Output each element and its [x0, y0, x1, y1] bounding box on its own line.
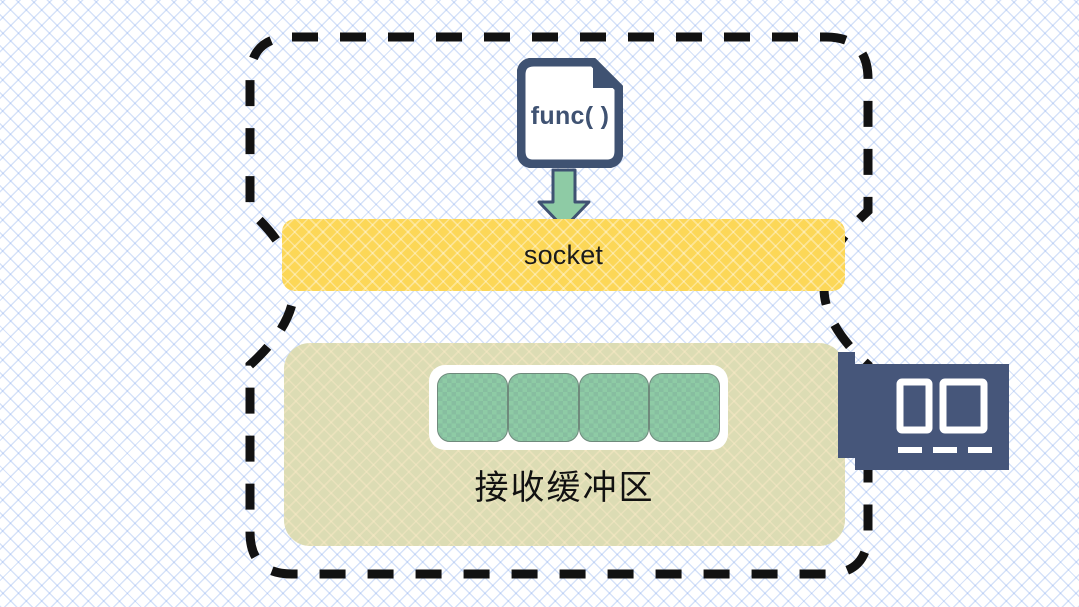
host-boundary-path — [245, 32, 873, 579]
socket-layer[interactable]: socket — [282, 219, 845, 291]
document-fold-corner — [593, 62, 619, 88]
buffer-cell[interactable] — [507, 373, 579, 442]
receive-buffer-label: 接收缓冲区 — [474, 468, 655, 508]
nic-contact — [898, 447, 922, 453]
nic-contact — [933, 447, 957, 453]
buffer-cell[interactable] — [578, 373, 650, 442]
receive-buffer-region[interactable] — [284, 343, 845, 546]
network-interface-card-icon[interactable] — [836, 350, 1011, 472]
socket-label: socket — [523, 239, 604, 270]
buffer-cell[interactable] — [649, 373, 720, 442]
func-document-icon[interactable]: func( ) — [517, 58, 623, 168]
func-label: func( ) — [530, 101, 610, 130]
host-boundary — [245, 32, 873, 579]
nic-port — [939, 378, 988, 434]
nic-contact — [968, 447, 992, 453]
nic-port — [896, 378, 933, 434]
arrow-shape — [537, 168, 591, 230]
buffer-cell-tray — [429, 365, 728, 450]
buffer-cell[interactable] — [437, 373, 508, 442]
down-arrow-icon — [519, 168, 609, 230]
